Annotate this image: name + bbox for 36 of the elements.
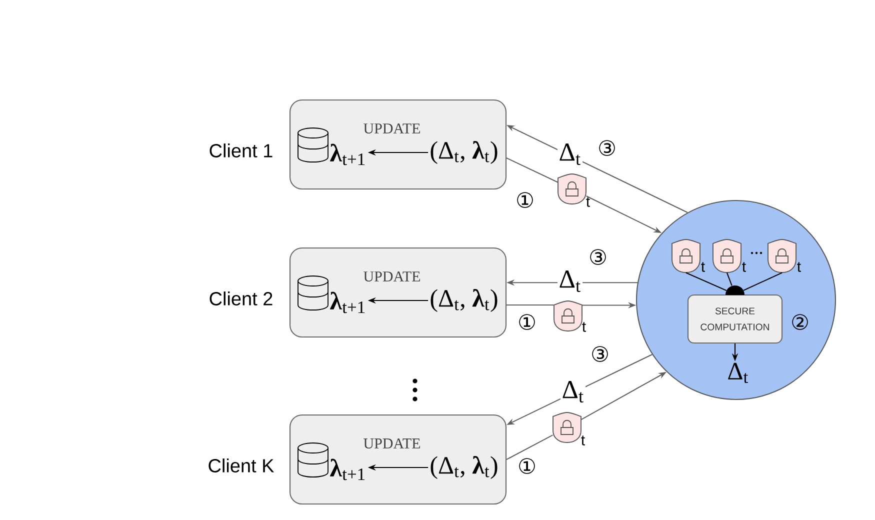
subscript-label: t [581,436,585,446]
circled-number: ③ [590,249,606,265]
subscript-label: t [797,262,801,272]
formula: Δ$_{t}$ [728,362,748,384]
node-label: Client 2 [210,292,272,306]
subscript-label: t [586,197,590,207]
connector-line [506,434,553,460]
formula: λ$_{t+1}$ [330,458,365,480]
subscript-label: t [701,262,705,272]
edge-label: Δ$_{t}$ [557,269,583,294]
subscript-label: t [582,322,586,332]
edge-label: Δ$_{t}$ [557,142,583,166]
formula: (Δ$_{t}$, λ$_{t}$) [430,289,498,312]
circled-number: ① [519,458,535,474]
node-label: Client K [208,458,274,472]
formula: λ$_{t+1}$ [330,144,365,166]
connector-line [743,272,782,291]
edge-label: UPDATE [364,271,420,282]
edge-label: UPDATE [364,123,420,134]
process-box: SECURE COMPUTATION [687,294,783,344]
circled-number: ① [519,314,535,330]
node-label: Client 1 [210,144,272,158]
formula: (Δ$_{t}$, λ$_{t}$) [430,456,498,479]
formula: (Δ$_{t}$, λ$_{t}$) [430,141,498,164]
circled-number: ③ [592,346,608,362]
connector-line [506,304,554,306]
connector-line [506,158,558,183]
edge-label: Δ$_{t}$ [560,380,586,404]
circled-number: ③ [599,140,615,156]
formula: λ$_{t+1}$ [330,292,365,314]
connector-line [686,272,727,291]
connector-line [726,272,732,286]
circled-number: ② [792,314,808,330]
subscript-label: t [742,262,746,272]
edge-label: UPDATE [364,438,420,449]
circled-number: ① [517,192,533,208]
